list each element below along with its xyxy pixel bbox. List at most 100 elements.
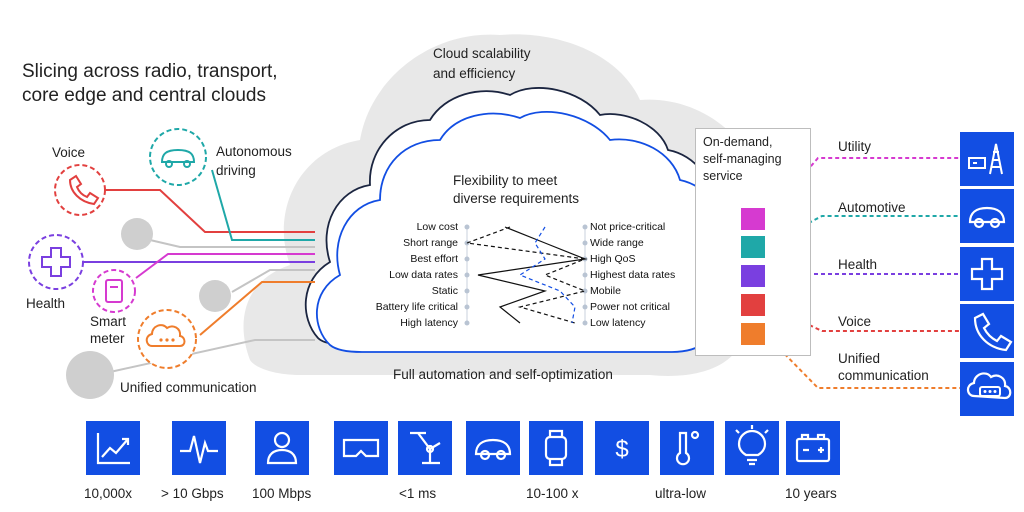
metric-tile-8 (660, 421, 714, 475)
health-circle (28, 234, 84, 290)
unified-chat-glyph (145, 324, 186, 347)
plot-series-black (477, 226, 588, 324)
metric-tile-7: $ (595, 421, 649, 475)
autonomous-car-glyph (160, 148, 196, 163)
page-title: Slicing across radio, transport, core ed… (22, 60, 322, 108)
waveform-icon (180, 435, 218, 464)
smart-circle (92, 269, 136, 313)
health-label: Health (26, 296, 66, 311)
metric-label-4: <1 ms (399, 486, 437, 501)
cloud-scalability-label: Cloud scalability and efficiency (433, 46, 531, 81)
req-left-item: Short range (403, 237, 458, 249)
req-left-item: Low cost (416, 221, 458, 233)
metric-tile-3 (334, 421, 388, 475)
metric-label-0: 10,000x (84, 486, 133, 501)
req-right-item: Power not critical (590, 301, 670, 313)
req-right-item: Wide range (590, 237, 644, 249)
utility-line (764, 157, 960, 220)
smart-line (135, 253, 315, 279)
title-line-1: Slicing across radio, transport, (22, 61, 278, 82)
gray-line-1 (149, 239, 315, 248)
battery-icon (795, 433, 831, 463)
metric-tile-2 (255, 421, 309, 475)
metric-tile-10 (786, 421, 840, 475)
health-cross-icon (970, 257, 1004, 291)
gray-circle-3 (66, 351, 114, 399)
metric-tile-6 (529, 421, 583, 475)
requirement-plot (464, 224, 588, 326)
gray-circle-1 (121, 218, 153, 250)
unified-line (199, 281, 315, 336)
req-right-item: High QoS (590, 253, 636, 265)
service-label-unified: Unified communication (838, 351, 929, 383)
unified-tile (960, 362, 1014, 416)
autonomous-line (211, 169, 315, 241)
metric-label-1: > 10 Gbps (161, 486, 224, 501)
vr-headset-icon (342, 438, 380, 458)
service-label-voice: Voice (838, 314, 872, 329)
phone-icon (973, 312, 1013, 352)
left-requirements: Low cost Short range Best effort Low dat… (338, 219, 458, 331)
service-label-utility: Utility (838, 139, 871, 154)
service-title: On-demand, self-managing service (703, 135, 782, 183)
health-square (741, 265, 765, 287)
unified-right-line (764, 333, 960, 389)
req-right-item: Mobile (590, 285, 621, 297)
req-left-item: Static (431, 285, 458, 297)
thermometer-icon (675, 430, 700, 466)
person-icon (266, 431, 298, 465)
trend-chart-icon (96, 433, 130, 465)
req-left-item: Battery life critical (375, 301, 458, 313)
car-icon (968, 206, 1006, 229)
req-right-item: Low latency (590, 317, 646, 329)
service-label-health: Health (838, 257, 878, 272)
metric-tile-9 (725, 421, 779, 475)
metric-label-2: 100 Mbps (252, 486, 312, 501)
right-requirements: Not price-critical Wide range High QoS H… (590, 219, 700, 331)
voice-tile (960, 304, 1014, 358)
smart-meter-glyph (105, 279, 123, 303)
voice-square (741, 294, 765, 316)
car-icon (474, 438, 512, 461)
metric-tile-4 (398, 421, 452, 475)
req-right-item: Not price-critical (590, 221, 666, 233)
smart-meter-label: Smart meter (90, 314, 127, 346)
chat-cloud-icon (966, 372, 1012, 400)
unified-square (741, 323, 765, 345)
metric-tile-0 (86, 421, 140, 475)
req-right-item: Highest data rates (590, 269, 676, 281)
health-cross-glyph (41, 247, 71, 277)
health-tile (960, 247, 1014, 301)
metric-tile-1 (172, 421, 226, 475)
metric-tile-5 (466, 421, 520, 475)
svg-text:$: $ (615, 436, 628, 463)
automation-label: Full automation and self-optimization (393, 367, 613, 382)
autonomous-circle (149, 128, 207, 186)
req-left-item: High latency (400, 317, 458, 329)
req-left-item: Best effort (410, 253, 458, 265)
voice-line (100, 189, 315, 233)
dollar-icon: $ (615, 436, 628, 463)
voice-circle (54, 164, 106, 216)
title-line-2: core edge and central clouds (22, 85, 266, 106)
flexibility-label: Flexibility to meet diverse requirements (453, 173, 580, 206)
gray-circle-2 (199, 280, 231, 312)
metric-label-10: 10 years (785, 486, 837, 501)
smartwatch-icon (544, 429, 568, 467)
plot-series-dashed-black (466, 226, 588, 324)
automotive-square (741, 236, 765, 258)
unified-communication-label: Unified communication (120, 380, 257, 395)
req-left-item: Low data rates (389, 269, 458, 281)
autonomous-label: Autonomous driving (216, 144, 292, 178)
lightbulb-icon (735, 425, 769, 466)
utility-icon (968, 143, 1003, 175)
robot-arm-icon (410, 431, 441, 465)
metric-label-6: 10-100 x (526, 486, 579, 501)
automotive-tile (960, 189, 1014, 243)
voice-label: Voice (52, 145, 86, 160)
utility-tile (960, 132, 1014, 186)
voice-phone-glyph (68, 174, 100, 206)
service-label-automotive: Automotive (838, 200, 906, 215)
gray-line-2 (231, 269, 315, 293)
